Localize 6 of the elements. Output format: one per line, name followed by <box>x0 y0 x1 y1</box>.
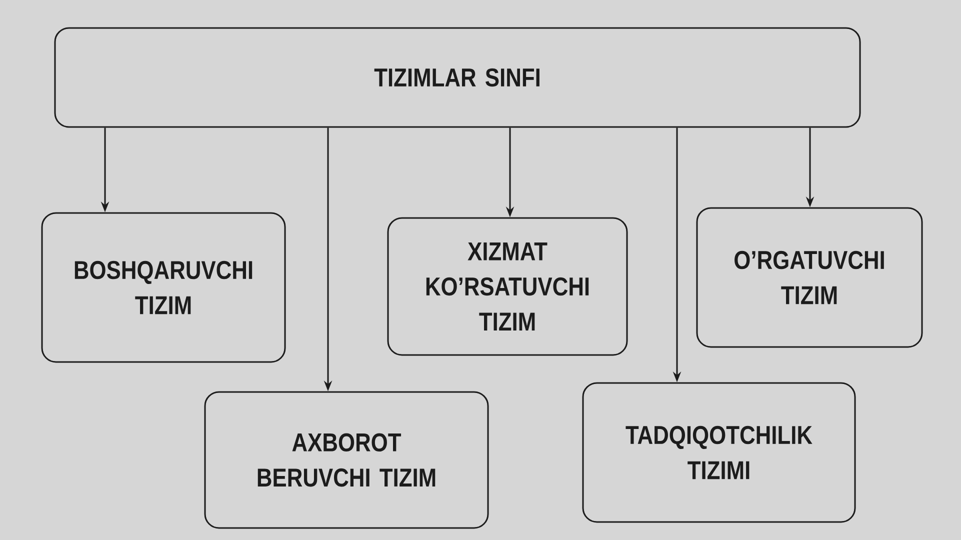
rounded-box: TADQIQOTCHILIK TIZIMI <box>582 382 856 523</box>
rounded-box: BOSHQARUVCHI TIZIM <box>41 212 286 363</box>
rounded-box: AXBOROT BERUVCHI TIZIM <box>204 391 489 529</box>
heading-box: TIZIMLAR SINFI <box>54 27 861 128</box>
rounded-box: O’RGATUVCHI TIZIM <box>696 207 923 348</box>
rounded-box: XIZMAT KO’RSATUVCHI TIZIM <box>387 217 628 356</box>
